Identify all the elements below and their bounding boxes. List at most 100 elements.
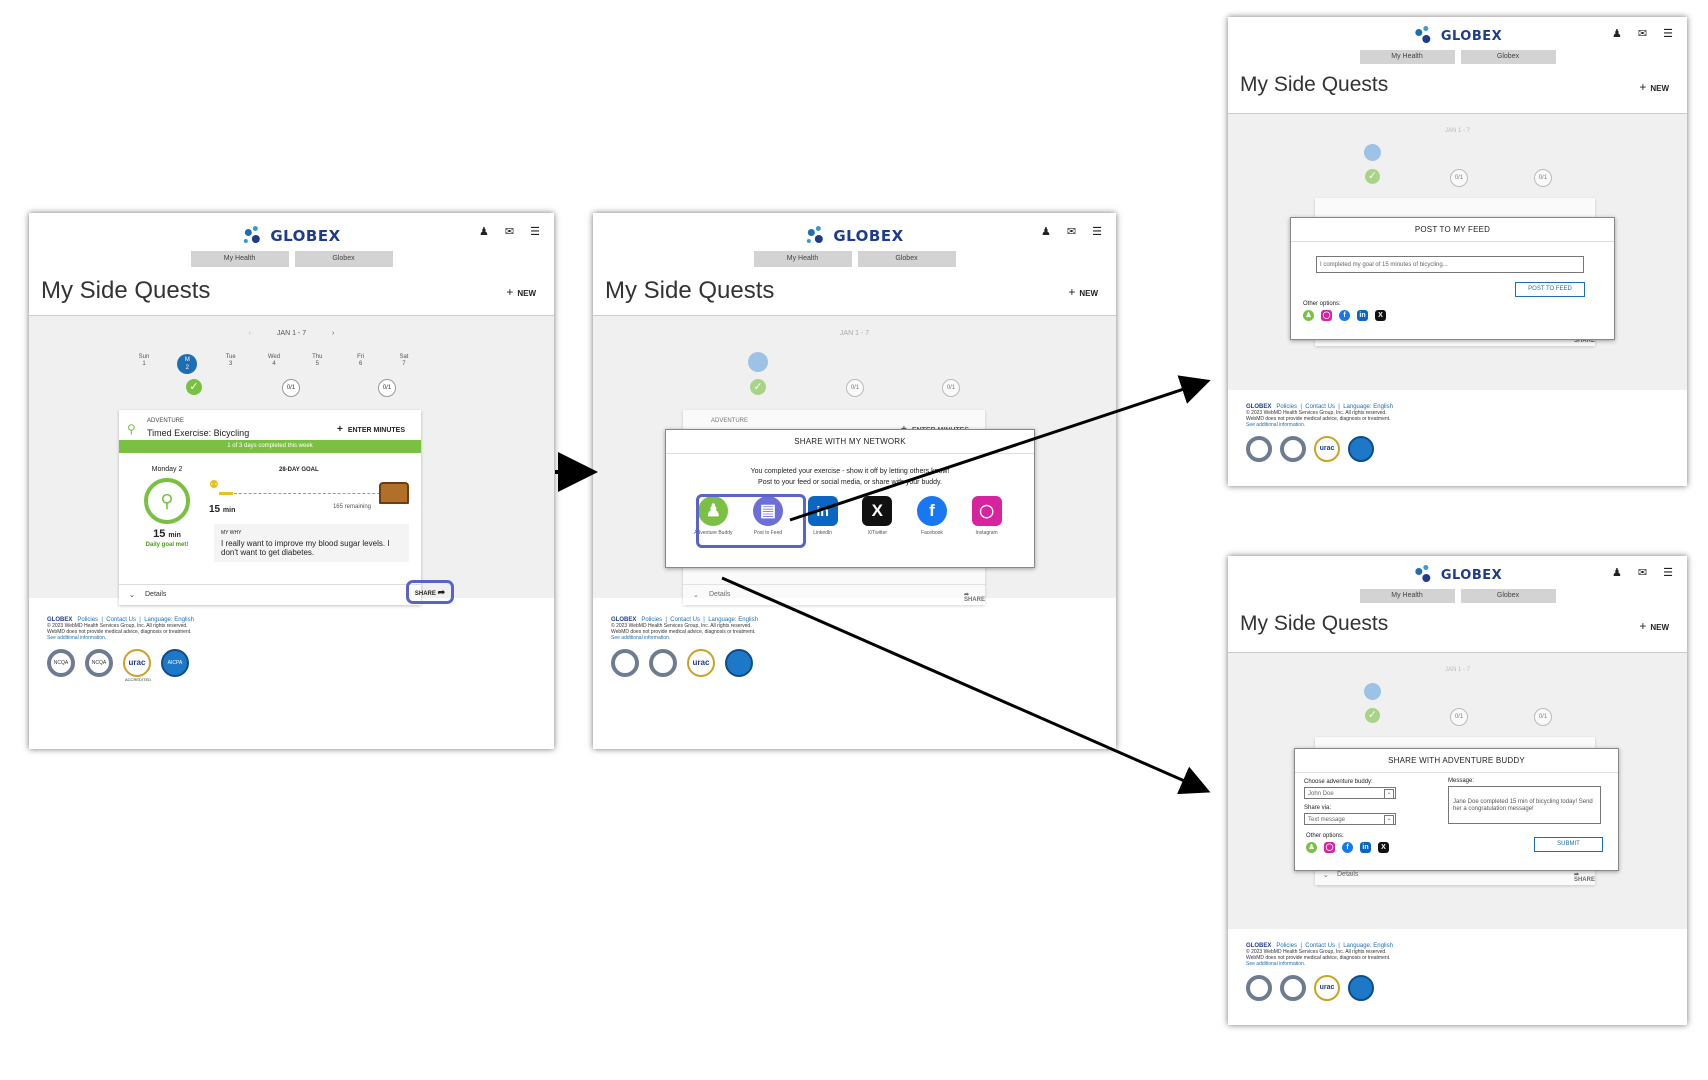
menu-icon[interactable]: ☰ [1663,28,1673,40]
mail-icon[interactable]: ✉ [1637,28,1648,40]
week-nav: ‹ JAN 1 - 7 › [249,330,335,337]
accreditation-badges: urac [1246,436,1393,462]
tab-globex[interactable]: Globex [857,251,956,267]
chevron-right-icon[interactable]: › [332,330,335,337]
share-option-buddy[interactable]: ♟Adventure Buddy [688,496,738,536]
minutes-value: 15 [153,528,166,540]
share-buddy-modal: SHARE WITH ADVENTURE BUDDY Choose advent… [1294,748,1619,871]
mail-icon[interactable]: ✉ [504,226,515,238]
buddy-icon[interactable]: ♟ [1306,842,1317,853]
tab-my-health[interactable]: My Health [190,251,289,267]
share-option-instagram[interactable]: ◯Instagram [962,496,1012,536]
new-button[interactable]: +NEW [1639,619,1669,633]
share-via-select[interactable]: Text message⌄ [1304,813,1396,825]
tab-my-health[interactable]: My Health [1359,50,1455,64]
header: GLOBEX ♟ ✉ ☰ My Health Globex My Side Qu… [593,213,1116,305]
page-title: My Side Quests [1240,73,1389,96]
ncqa-badge-icon: NCQA [47,649,75,677]
mail-icon[interactable]: ✉ [1637,567,1648,579]
profile-icon[interactable]: ♟ [1612,28,1622,40]
selected-day-dot [1364,683,1381,700]
share-button[interactable]: SHARE ➦ [963,592,985,603]
footer: GLOBEX Policies | Contact Us | Language:… [1246,943,1393,1001]
x-icon: X [862,496,893,526]
header: GLOBEX ♟ ✉ ☰ My Health Globex My Side Qu… [1228,17,1687,97]
day-summary: Monday 2 ⚲ 15 min Daily goal met! [133,466,201,548]
enter-minutes-button[interactable]: +ENTER MINUTES [336,424,405,435]
treasure-chest-icon [379,482,409,504]
day-status-wed: 0/1 [1450,708,1468,726]
new-button[interactable]: +NEW [506,285,536,299]
brand-logo[interactable]: GLOBEX [1413,25,1502,47]
ncqa-badge-icon [611,649,639,677]
tab-globex[interactable]: Globex [1460,589,1556,603]
feed-post-input[interactable]: I completed my goal of 15 minutes of bic… [1316,256,1584,273]
mail-icon[interactable]: ✉ [1066,226,1077,238]
submit-button[interactable]: SUBMIT [1534,837,1603,852]
x-icon[interactable]: X [1378,842,1389,853]
brand-logo[interactable]: GLOBEX [242,225,340,247]
more-info-link[interactable]: See additional information. [47,635,107,641]
buddy-icon: ♟ [698,496,729,526]
facebook-icon[interactable]: f [1339,310,1350,321]
screen-share-buddy: GLOBEX ♟ ✉ ☰ My Health Globex My Side Qu… [1228,556,1687,1025]
instagram-icon[interactable]: ◯ [1321,310,1332,321]
details-row[interactable]: ⌄ Details [119,584,421,605]
share-button[interactable]: SHARE ➦ [1573,872,1595,883]
brand-logo[interactable]: GLOBEX [805,225,903,247]
day-status-wed: 0/1 [846,379,864,397]
goal-track [219,493,395,494]
profile-icon[interactable]: ♟ [479,226,489,238]
accreditation-badges: urac [1246,975,1393,1001]
instagram-icon[interactable]: ◯ [1324,842,1335,853]
tab-globex[interactable]: Globex [1460,50,1556,64]
menu-icon[interactable]: ☰ [1663,567,1673,579]
x-icon[interactable]: X [1375,310,1386,321]
tab-my-health[interactable]: My Health [1359,589,1455,603]
globex-logo-icon [805,225,827,247]
post-to-feed-button[interactable]: POST TO FEED [1515,282,1585,297]
new-button[interactable]: +NEW [1068,285,1098,299]
buddy-icon[interactable]: ♟ [1303,310,1314,321]
footer-link-policies[interactable]: Policies [77,617,99,623]
share-option-feed[interactable]: ▤Post to Feed [743,496,793,536]
linkedin-icon[interactable]: in [1357,310,1368,321]
new-button[interactable]: +NEW [1639,80,1669,94]
screen-post-feed: GLOBEX ♟ ✉ ☰ My Health Globex My Side Qu… [1228,17,1687,486]
menu-icon[interactable]: ☰ [530,226,540,238]
footer-link-contact[interactable]: Contact Us [106,617,136,623]
footer-link-language[interactable]: Language: English [144,617,194,623]
menu-icon[interactable]: ☰ [1092,226,1102,238]
tab-my-health[interactable]: My Health [753,251,852,267]
modal-title: POST TO MY FEED [1291,218,1614,242]
chevron-left-icon[interactable]: ‹ [248,330,251,337]
quest-category: ADVENTURE [147,418,185,424]
profile-icon[interactable]: ♟ [1612,567,1622,579]
linkedin-icon[interactable]: in [1360,842,1371,853]
profile-icon[interactable]: ♟ [1041,226,1051,238]
facebook-icon[interactable]: f [1342,842,1353,853]
footer-brand: GLOBEX [47,617,73,623]
tab-globex[interactable]: Globex [294,251,393,267]
share-button[interactable]: SHARE ➦ [406,580,454,604]
brand-logo[interactable]: GLOBEX [1413,564,1502,586]
buddy-select[interactable]: John Doe⌄ [1304,787,1396,799]
goal-minutes: 15 [209,504,221,515]
other-options-label: Other options: [1303,301,1341,307]
goal-met-label: Daily goal met! [145,542,189,548]
chevron-down-icon: ⌄ [1384,815,1394,825]
message-textarea[interactable]: Jane Doe completed 15 min of bicycling t… [1448,786,1601,824]
facebook-icon: f [916,496,947,526]
message-label: Message: [1448,778,1475,784]
